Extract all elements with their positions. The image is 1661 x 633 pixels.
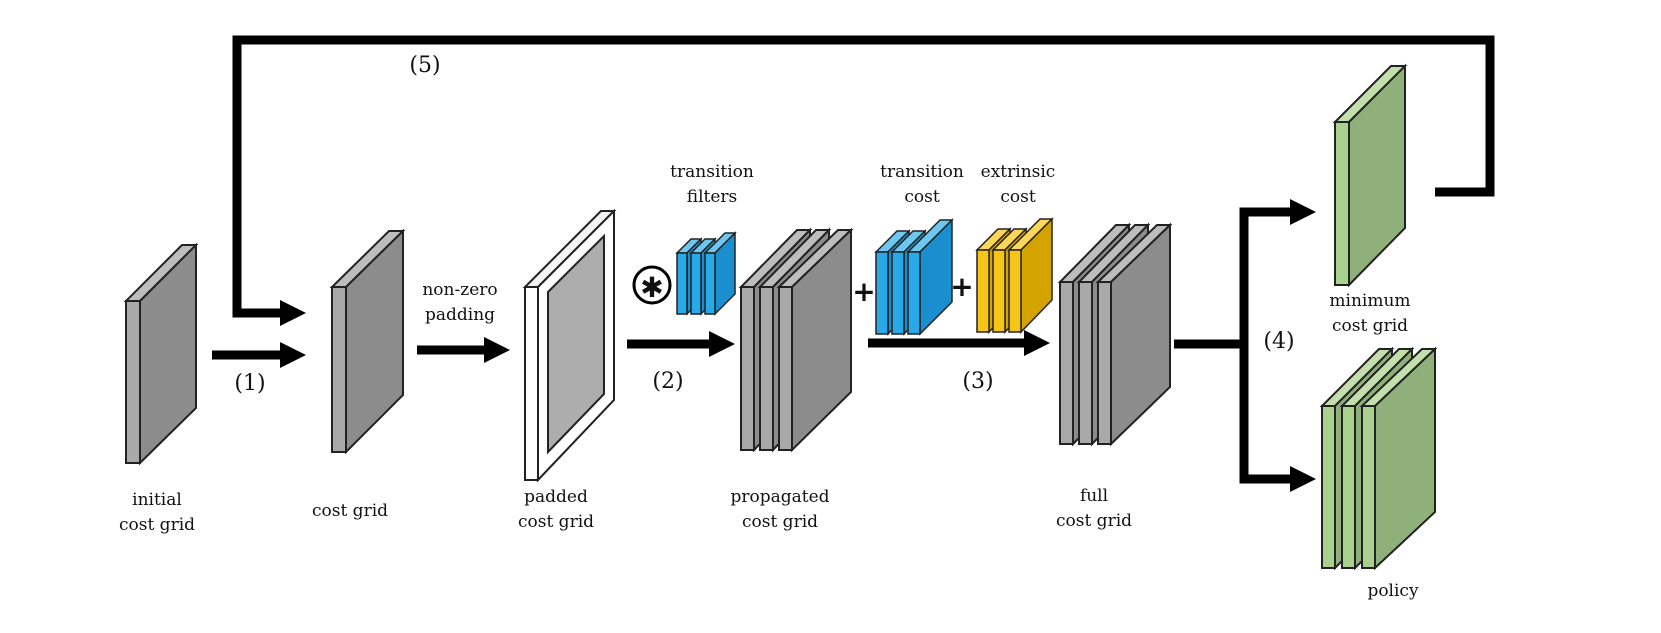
plus-sign-1: + xyxy=(852,275,875,308)
extrinsic-cost-block xyxy=(975,217,1054,334)
initial-cost-grid-block xyxy=(123,242,199,466)
non-zero-padding-label-1: non-zero xyxy=(422,280,497,300)
arrow-4-branch xyxy=(1174,199,1316,492)
plus-sign-2: + xyxy=(950,270,973,303)
extrinsic-cost-label-2: cost xyxy=(1000,187,1035,207)
minimum-cost-grid-label-1: minimum xyxy=(1329,291,1410,311)
padded-cost-grid-label-2: cost grid xyxy=(518,512,594,532)
cost-grid-block xyxy=(329,228,406,455)
policy-label: policy xyxy=(1367,581,1419,601)
transition-cost-block xyxy=(874,218,954,336)
policy-block xyxy=(1319,346,1438,571)
initial-cost-grid-label-2: cost grid xyxy=(119,515,195,535)
convolution-icon: ✱ xyxy=(632,265,672,305)
step-2-label: (2) xyxy=(652,369,683,394)
padded-cost-grid-block xyxy=(522,208,617,483)
propagated-cost-grid-label-1: propagated xyxy=(730,487,829,507)
step-4-label: (4) xyxy=(1263,329,1294,354)
extrinsic-cost-label-1: extrinsic xyxy=(981,162,1056,182)
transition-filters-block xyxy=(675,231,737,316)
minimum-cost-grid-block xyxy=(1332,63,1408,288)
minimum-cost-grid-label-2: cost grid xyxy=(1332,316,1408,336)
propagated-cost-grid-label-2: cost grid xyxy=(742,512,818,532)
padded-cost-grid-label-1: padded xyxy=(524,487,588,507)
transition-filters-label-1: transition xyxy=(670,162,754,182)
cost-grid-label: cost grid xyxy=(312,501,388,521)
svg-text:✱: ✱ xyxy=(640,271,663,304)
full-cost-grid-label-1: full xyxy=(1080,486,1108,506)
arrow-1 xyxy=(212,342,306,368)
full-cost-grid-label-2: cost grid xyxy=(1056,511,1132,531)
step-1-label: (1) xyxy=(234,371,265,396)
initial-cost-grid-label-1: initial xyxy=(132,490,182,510)
arrow-3 xyxy=(868,330,1050,356)
transition-cost-label-2: cost xyxy=(904,187,939,207)
step-5-label: (5) xyxy=(409,53,440,78)
transition-cost-label-1: transition xyxy=(880,162,964,182)
transition-filters-label-2: filters xyxy=(687,187,738,207)
propagated-cost-grid-block xyxy=(738,227,854,453)
non-zero-padding-label-2: padding xyxy=(425,305,495,325)
full-cost-grid-block xyxy=(1057,222,1173,447)
loop-arrow-5 xyxy=(232,35,1495,326)
arrow-padding xyxy=(417,337,510,363)
arrow-2 xyxy=(627,331,735,357)
step-3-label: (3) xyxy=(962,369,993,394)
